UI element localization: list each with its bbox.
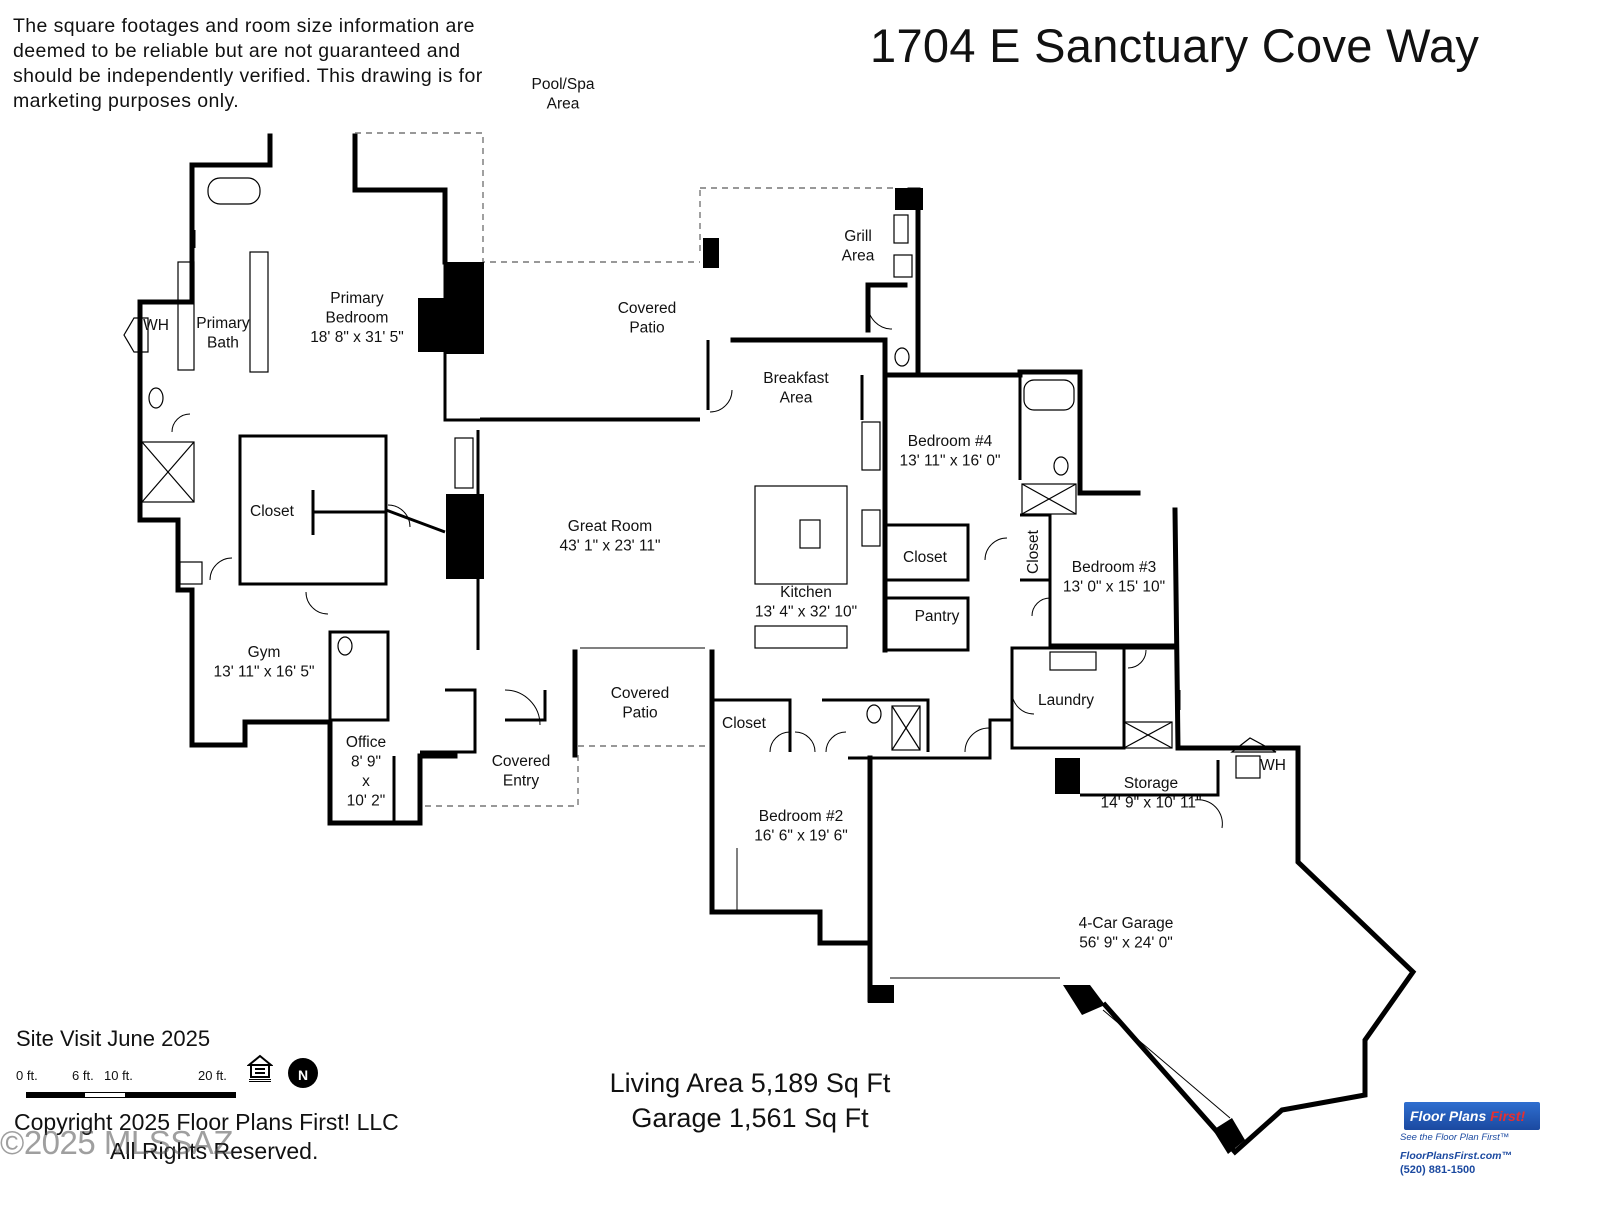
brand-tagline: See the Floor Plan First™ (1400, 1132, 1510, 1143)
north-letter: N (298, 1067, 308, 1083)
fixtures (141, 177, 1261, 779)
scale-bar-graphic (26, 1092, 236, 1098)
scale-bar: 0 ft. 6 ft. 10 ft. 20 ft. (16, 1068, 246, 1108)
room-closet-bedroom-4: Closet (903, 549, 948, 566)
windows (137, 230, 1231, 1119)
brand-phone: (520) 881-1500 (1400, 1164, 1476, 1176)
disclaimer: The square footages and room size inform… (13, 15, 483, 112)
site-visit-date: Site Visit June 2025 (16, 1026, 211, 1051)
north-arrow-icon: N (288, 1058, 318, 1088)
scale-label: 0 ft. (16, 1068, 38, 1083)
room-closet-bedroom-3: Closet (1025, 529, 1042, 574)
scale-label: 10 ft. (104, 1068, 133, 1083)
room-pantry: Pantry (915, 608, 960, 625)
property-address-title: 1704 E Sanctuary Cove Way (870, 19, 1480, 72)
brand-name: Floor Plans (1410, 1108, 1491, 1124)
brand-badge: Floor Plans First! (1404, 1102, 1540, 1130)
water-heater-label: WH (143, 317, 169, 334)
brand-emphasis: First! (1490, 1108, 1526, 1124)
brand-website: FloorPlansFirst.com™ (1400, 1150, 1513, 1162)
scale-label: 6 ft. (72, 1068, 94, 1083)
room-closet-bedroom-2: Closet (722, 715, 767, 732)
fireplaces (418, 188, 1245, 1154)
area-summary: Living Area 5,189 Sq Ft Garage 1,561 Sq … (580, 1066, 920, 1136)
equal-housing-opportunity-icon (247, 1054, 273, 1082)
brand-logo: Floor Plans First! See the Floor Plan Fi… (1400, 1098, 1560, 1180)
scale-label: 20 ft. (198, 1068, 227, 1083)
room-laundry: Laundry (1038, 692, 1094, 709)
door-swings (171, 304, 1223, 829)
copyright-line-1: Copyright 2025 Floor Plans First! LLC (14, 1109, 399, 1135)
mls-watermark: ©2025 MLSSAZ (0, 1124, 233, 1161)
room-closet-primary: Closet (250, 503, 295, 520)
living-area: Living Area 5,189 Sq Ft (609, 1068, 891, 1098)
water-heater-label: WH (1260, 757, 1286, 774)
patio-outlines (355, 132, 895, 807)
interior-walls (238, 262, 1220, 823)
garage-area: Garage 1,561 Sq Ft (631, 1103, 869, 1133)
water-heaters (123, 317, 1277, 753)
copyright: Copyright 2025 Floor Plans First! LLC Al… (14, 1108, 399, 1166)
copyright-line-2: All Rights Reserved. (110, 1138, 319, 1164)
